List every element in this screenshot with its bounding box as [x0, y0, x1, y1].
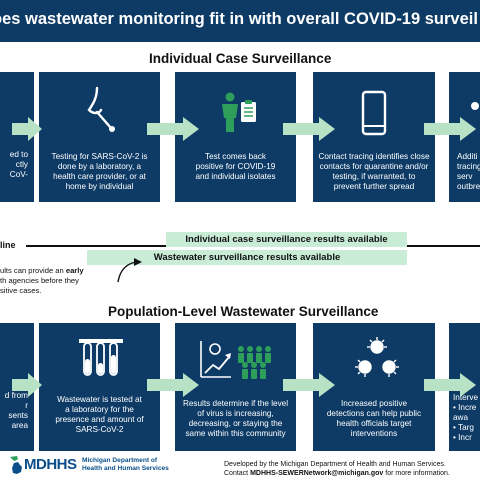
arrow-right-icon [147, 373, 199, 397]
smartphone-icon [361, 90, 387, 136]
population-section-heading: Population-Level Wastewater Surveillance [108, 304, 379, 319]
individual-step-4-text: Contact tracing identifies close contact… [318, 152, 430, 191]
partial-icon [469, 100, 480, 112]
individual-step-3-box: Test comes back positive for COVID-19 an… [175, 72, 296, 202]
arrow-right-icon [12, 117, 42, 141]
arrow-right-icon [283, 373, 335, 397]
timeline-label: line [0, 240, 16, 250]
population-step-4-text: Increased positive detections can help p… [326, 399, 422, 438]
michigan-map-icon [8, 455, 24, 475]
population-step-2-text: Wastewater is tested at a laboratory for… [55, 395, 144, 434]
individual-step-1-text: ed to ctly CoV- [9, 150, 28, 179]
virus-cluster-icon [353, 335, 401, 383]
mdhhs-logo: MDHHS [24, 456, 77, 473]
individual-step-2-text: Testing for SARS-CoV-2 is done by a labo… [51, 152, 148, 191]
arrow-right-icon [424, 117, 476, 141]
contact-email: MDHHS-SEWERNetwork@michigan.gov [250, 470, 384, 477]
title-bar: oes wastewater monitoring fit in with ov… [0, 0, 480, 42]
curved-arrow-icon [112, 252, 146, 286]
individual-step-2-box: Testing for SARS-CoV-2 is done by a labo… [39, 72, 160, 202]
individual-step-3-text: Test comes back positive for COVID-19 an… [195, 152, 276, 181]
population-step-1-text: d from r sents area [4, 391, 28, 430]
individual-step-5-text: Additi tracing serv outbre [457, 152, 480, 191]
nasal-swab-icon [83, 84, 119, 134]
population-step-3-text: Results determine if the level of virus … [182, 399, 289, 438]
individual-result-bar: Individual case surveillance results ava… [166, 232, 407, 247]
arrow-right-icon [283, 117, 335, 141]
population-step-4-box: Increased positive detections can help p… [313, 323, 435, 451]
virus-level-chart-icon [199, 337, 275, 381]
page-title: oes wastewater monitoring fit in with ov… [0, 10, 478, 28]
credit-text: Developed by the Michigan Department of … [224, 461, 450, 477]
individual-step-5-box: Additi tracing serv outbre [449, 72, 480, 202]
arrow-right-icon [147, 117, 199, 141]
test-tubes-icon [79, 337, 123, 379]
clipboard-person-icon [219, 92, 259, 134]
arrow-right-icon [12, 373, 42, 397]
arrow-right-icon [424, 373, 476, 397]
individual-step-4-box: Contact tracing identifies close contact… [313, 72, 435, 202]
population-step-5-text: Interve • Incre awa • Targ • Incr [453, 393, 479, 442]
individual-section-heading: Individual Case Surveillance [149, 51, 332, 66]
wastewater-result-bar: Wastewater surveillance results availabl… [87, 250, 407, 265]
population-step-2-box: Wastewater is tested at a laboratory for… [39, 323, 160, 451]
